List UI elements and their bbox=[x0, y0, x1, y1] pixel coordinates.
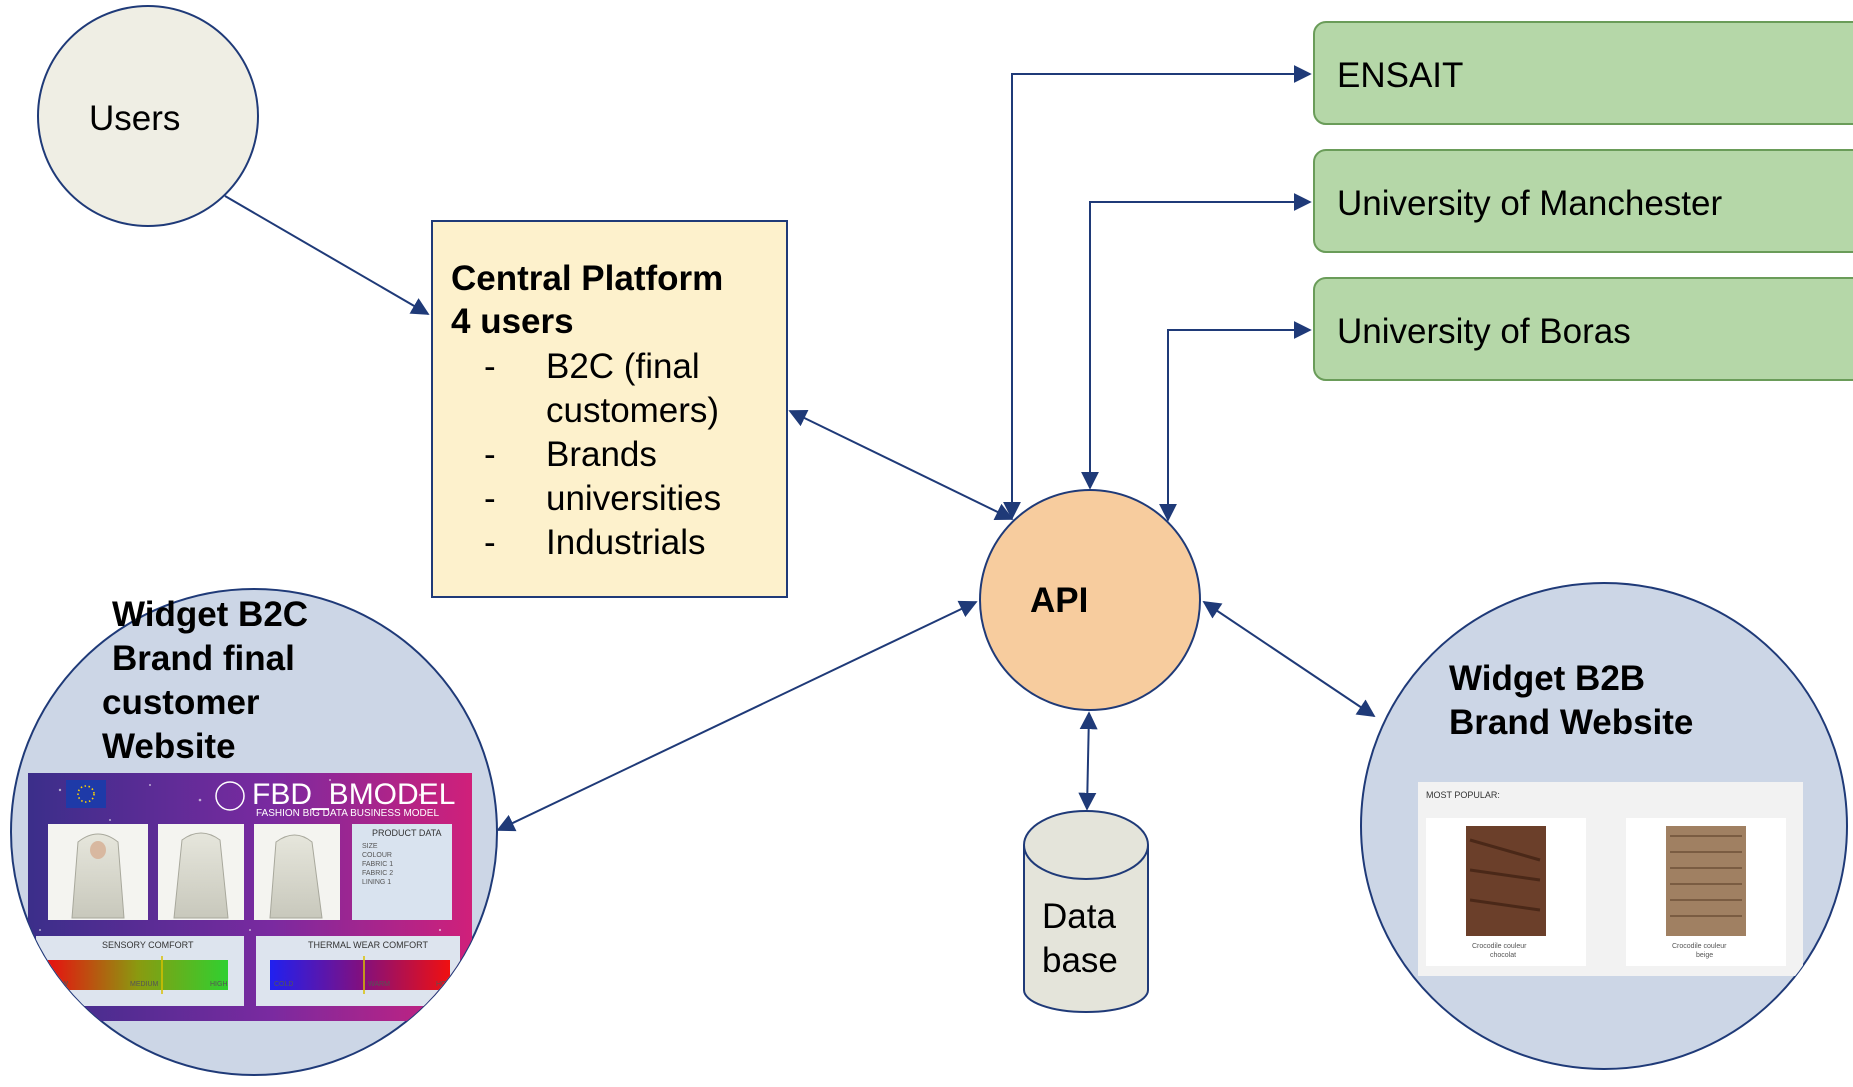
arrow-api-database bbox=[1078, 711, 1098, 811]
product-photo bbox=[48, 824, 148, 920]
arrow-users-to-platform bbox=[224, 195, 430, 315]
product-card: Crocodile couleur beige bbox=[1626, 818, 1786, 966]
product-data-panel: PRODUCT DATA SIZE COLOUR FABRIC 1 FABRIC… bbox=[352, 824, 452, 920]
users-node: Users bbox=[37, 5, 259, 227]
widget-b2c-title-line: Brand final bbox=[112, 639, 295, 678]
list-item: universities bbox=[546, 479, 721, 518]
partner-label: University of Manchester bbox=[1337, 184, 1722, 223]
api-label: API bbox=[1030, 581, 1088, 620]
product-field: COLOUR bbox=[362, 852, 392, 859]
database-label-line1: Data bbox=[1042, 897, 1116, 936]
list-bullet: - bbox=[484, 435, 496, 474]
arrow-api-widget-b2c bbox=[496, 600, 978, 832]
product-name: Crocodile couleur bbox=[1672, 943, 1727, 950]
product-photo bbox=[158, 824, 244, 920]
arrow-api-ensait bbox=[1003, 65, 1312, 520]
arrow-api-manchester bbox=[1081, 193, 1312, 490]
most-popular-heading: MOST POPULAR: bbox=[1426, 790, 1500, 800]
product-field: FABRIC 2 bbox=[362, 870, 393, 877]
arrow-api-boras bbox=[1159, 321, 1312, 522]
widget-b2b-title-line: Widget B2B bbox=[1449, 659, 1645, 698]
sensory-comfort-label: SENSORY COMFORT bbox=[102, 940, 194, 950]
partner-label: University of Boras bbox=[1337, 312, 1631, 351]
list-item: B2C (final bbox=[546, 347, 700, 386]
database-label-line2: base bbox=[1042, 941, 1118, 980]
scale-label: COLD bbox=[274, 981, 293, 988]
eu-flag-icon bbox=[66, 780, 106, 808]
widget-b2c-title-line: Website bbox=[102, 727, 236, 766]
database-node: Data base bbox=[1023, 810, 1149, 1013]
scale-label: MEDIUM bbox=[130, 981, 159, 988]
widget-b2c-node: Widget B2C Brand final customer Website … bbox=[10, 588, 498, 1076]
product-name: beige bbox=[1696, 952, 1713, 959]
product-field: LINING 1 bbox=[362, 879, 391, 886]
b2b-screenshot: MOST POPULAR: Crocodile couleur chocolat… bbox=[1418, 782, 1803, 976]
platform-title: Central Platform bbox=[451, 259, 723, 298]
thermal-comfort-panel: THERMAL WEAR COMFORT COLD WARM HOT bbox=[256, 936, 460, 1006]
list-item: Brands bbox=[546, 435, 657, 474]
product-card: Crocodile couleur chocolat bbox=[1426, 818, 1586, 966]
product-field: FABRIC 1 bbox=[362, 861, 393, 868]
partner-label: ENSAIT bbox=[1337, 56, 1463, 95]
scale-label: WARM bbox=[368, 981, 390, 988]
list-bullet: - bbox=[484, 479, 496, 518]
b2c-screenshot: FBD_BMODEL FASHION BIG DATA BUSINESS MOD… bbox=[28, 773, 472, 1021]
widget-b2b-title-line: Brand Website bbox=[1449, 703, 1693, 742]
product-photo bbox=[254, 824, 340, 920]
thermal-comfort-label: THERMAL WEAR COMFORT bbox=[308, 940, 429, 950]
platform-subtitle: 4 users bbox=[451, 302, 574, 341]
scale-label: HIGH bbox=[210, 981, 228, 988]
users-label: Users bbox=[89, 99, 180, 138]
arrow-platform-api bbox=[788, 409, 1014, 521]
arrow-api-widget-b2b bbox=[1202, 600, 1376, 718]
api-node: API bbox=[979, 489, 1201, 711]
widget-b2b-node: Widget B2B Brand Website MOST POPULAR: C… bbox=[1360, 582, 1848, 1070]
product-field: SIZE bbox=[362, 843, 378, 850]
widget-b2c-title-line: customer bbox=[102, 683, 260, 722]
list-bullet: - bbox=[484, 347, 496, 386]
sensory-comfort-panel: SENSORY COMFORT LOW MEDIUM HIGH bbox=[36, 936, 244, 1006]
list-item: Industrials bbox=[546, 523, 706, 562]
product-data-title: PRODUCT DATA bbox=[372, 828, 442, 838]
logo-subtitle: FASHION BIG DATA BUSINESS MODEL bbox=[256, 808, 439, 819]
product-name: Crocodile couleur bbox=[1472, 943, 1527, 950]
logo-text: FBD_BMODEL bbox=[252, 778, 455, 811]
fbd-logo: FBD_BMODEL FASHION BIG DATA BUSINESS MOD… bbox=[215, 778, 455, 819]
widget-b2c-title-line: Widget B2C bbox=[112, 595, 308, 634]
partner-ensait: ENSAIT bbox=[1313, 21, 1853, 125]
platform-list: - B2C (final customers) - Brands - unive… bbox=[484, 347, 721, 562]
central-platform-box: Central Platform 4 users - B2C (final cu… bbox=[431, 220, 788, 598]
product-name: chocolat bbox=[1490, 952, 1516, 959]
list-item-continuation: customers) bbox=[546, 391, 719, 430]
connectors bbox=[224, 65, 1376, 832]
list-bullet: - bbox=[484, 523, 496, 562]
partner-boras: University of Boras bbox=[1313, 277, 1853, 381]
partner-manchester: University of Manchester bbox=[1313, 149, 1853, 253]
